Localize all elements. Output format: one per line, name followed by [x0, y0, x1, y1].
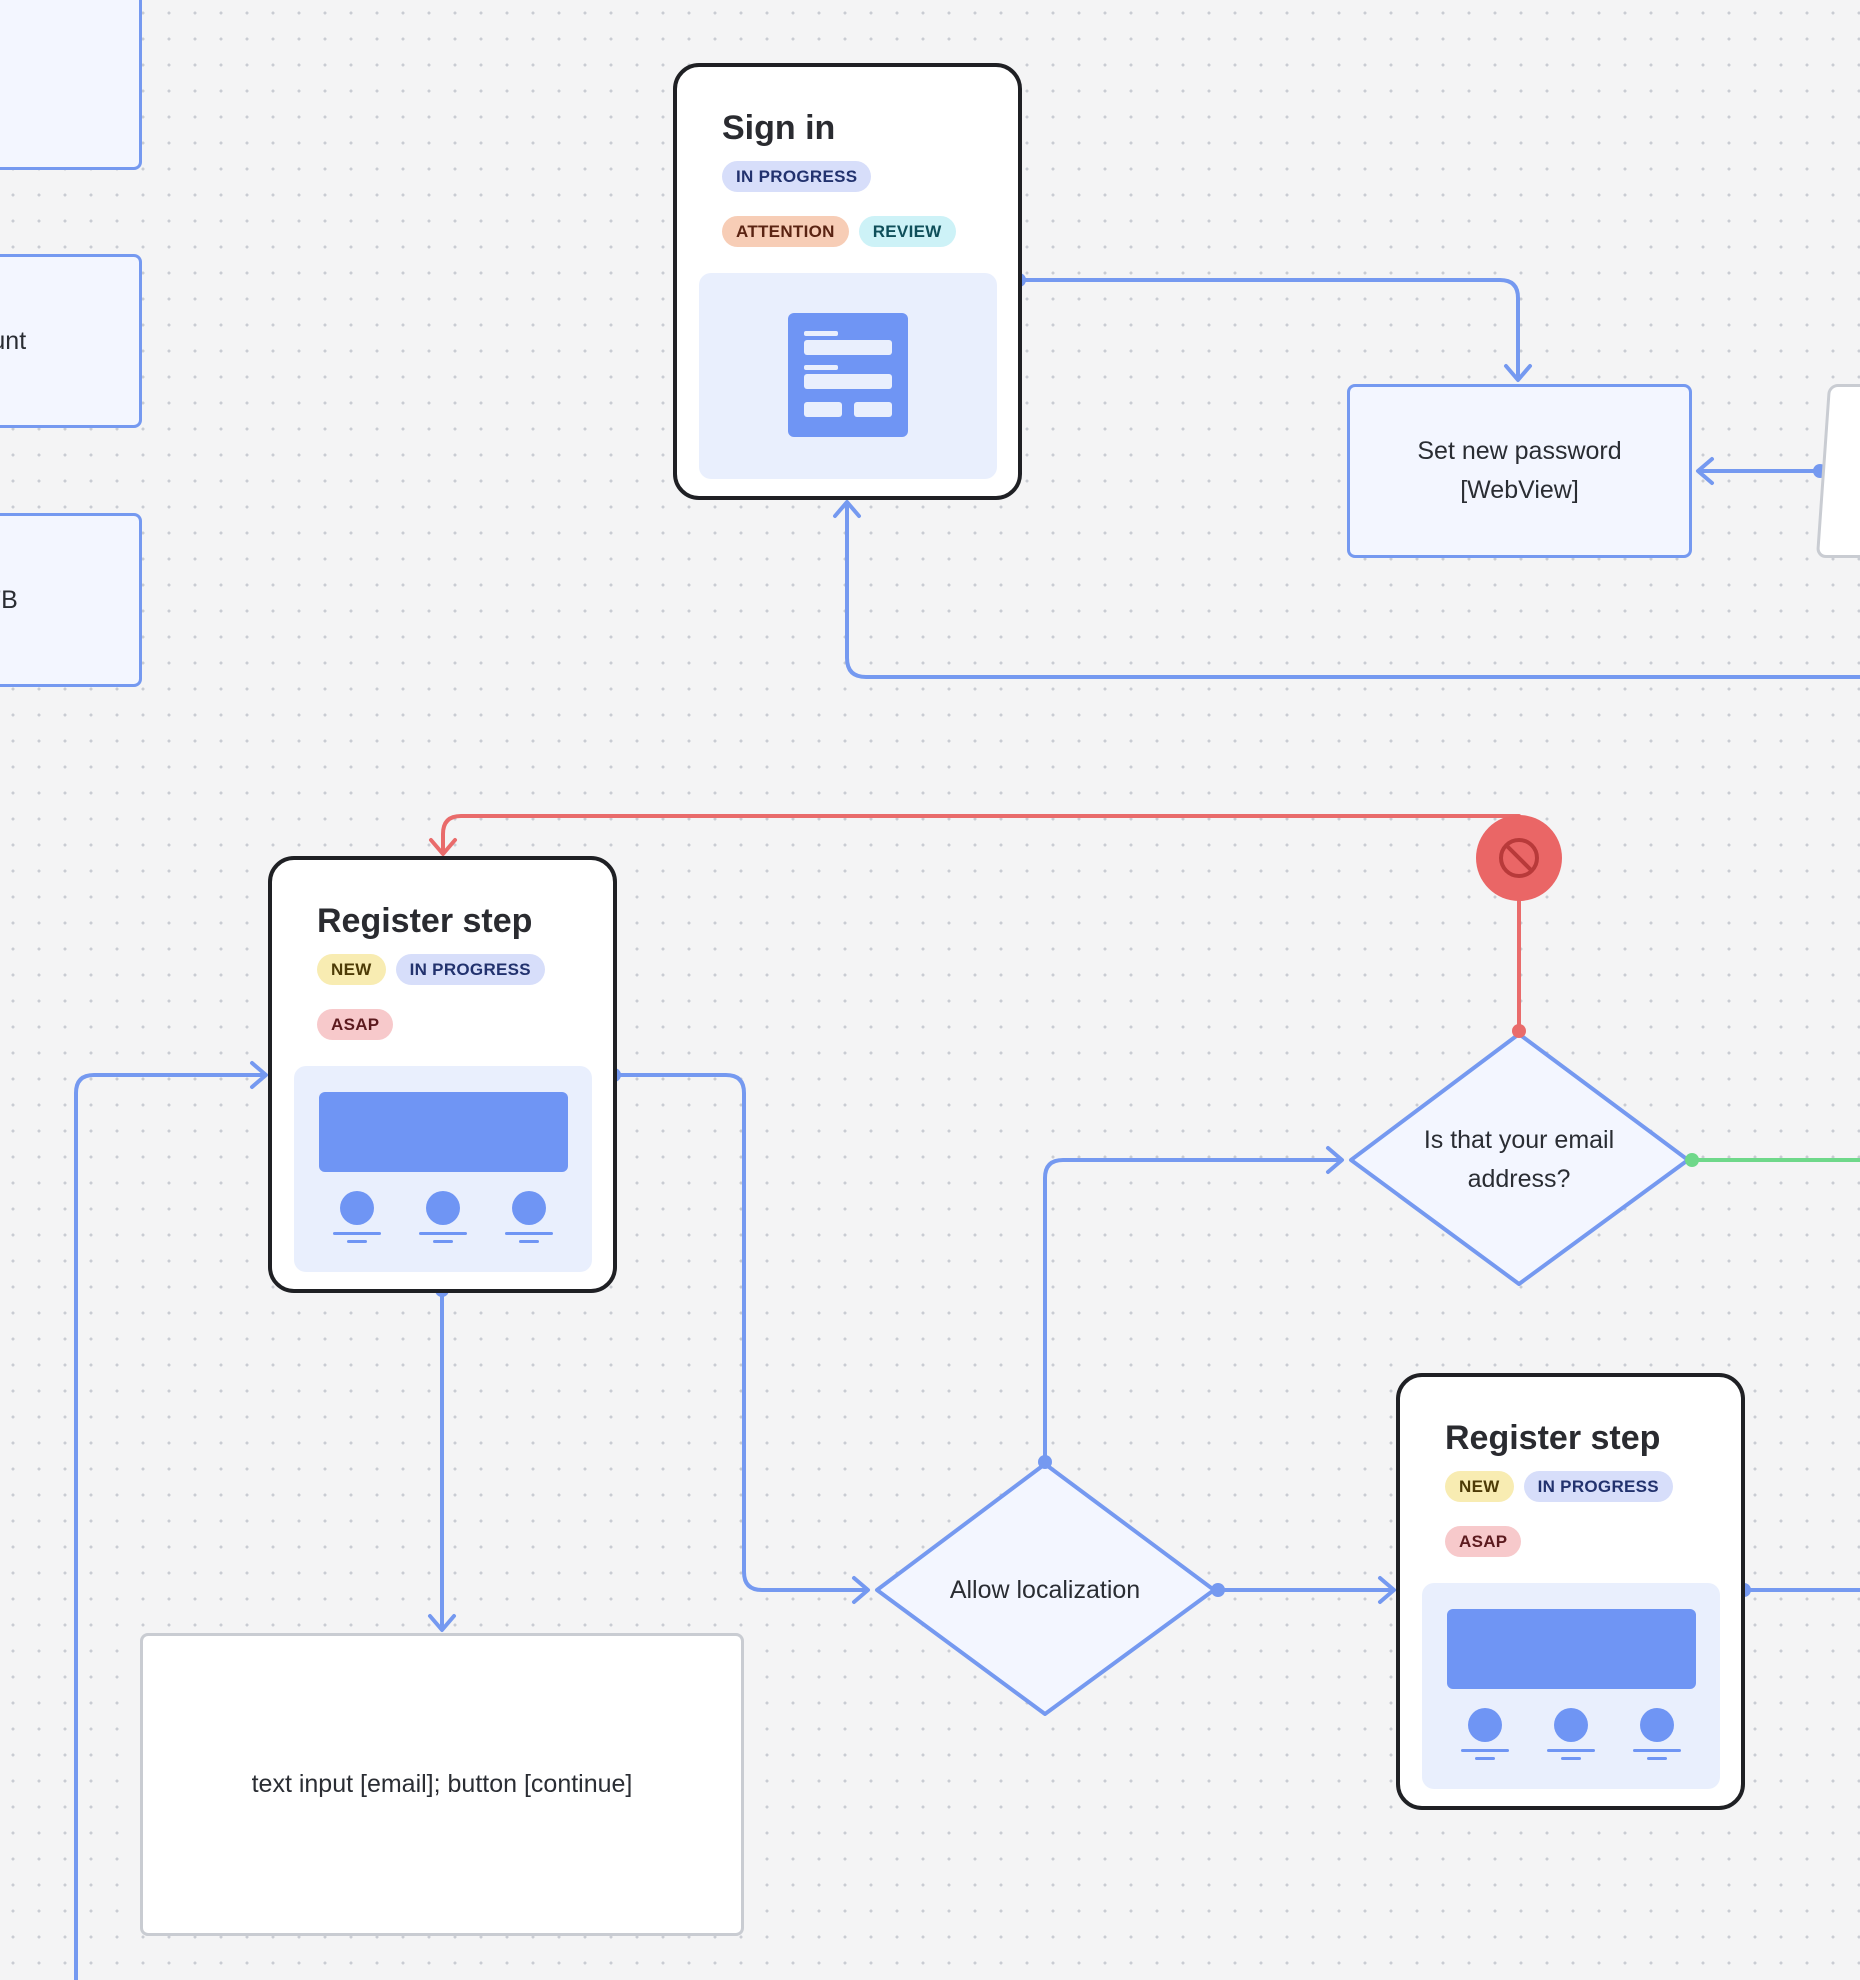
note-node[interactable]: text input [email]; button [continue]	[140, 1633, 744, 1936]
status-badge-in-progress: IN PROGRESS	[722, 161, 872, 192]
edge-reject-to-register	[441, 814, 1521, 1032]
flow-node-left-3[interactable]: h FB	[0, 513, 142, 687]
flow-node-left-1[interactable]: n	[0, 0, 142, 170]
status-tags: NEW IN PROGRESS ASAP	[317, 954, 587, 1040]
screen-preview	[1422, 1583, 1720, 1789]
no-entry-icon[interactable]	[1476, 815, 1562, 901]
screen-icon	[1447, 1609, 1696, 1760]
edge-signin-to-password	[1016, 278, 1520, 380]
card-title: Register step	[317, 902, 533, 940]
edge-localization-to-email	[1043, 1158, 1342, 1464]
decision-diamond-email	[1349, 1032, 1690, 1286]
screen-preview	[294, 1066, 592, 1272]
edge-loop-to-signin	[845, 502, 1860, 679]
status-badge-review: REVIEW	[858, 216, 956, 247]
status-tags: NEW IN PROGRESS ASAP	[1445, 1471, 1715, 1557]
flow-node-left-2[interactable]: count	[0, 254, 142, 428]
register-step-card[interactable]: Register step NEW IN PROGRESS ASAP	[268, 856, 617, 1293]
screen-icon	[319, 1092, 568, 1243]
status-badge-in-progress: IN PROGRESS	[1523, 1471, 1673, 1502]
status-badge-new: NEW	[1445, 1471, 1514, 1502]
register-step-card-2[interactable]: Register step NEW IN PROGRESS ASAP	[1396, 1373, 1745, 1810]
form-icon	[788, 313, 908, 437]
status-badge-asap: ASAP	[317, 1009, 394, 1040]
port-dot-accept	[1685, 1153, 1699, 1167]
port-dot	[1038, 1455, 1052, 1469]
note-text: text input [email]; button [continue]	[251, 1770, 633, 1798]
sign-in-card[interactable]: Sign in IN PROGRESS ATTENTION REVIEW	[673, 63, 1022, 500]
card-title: Sign in	[722, 109, 836, 147]
set-new-password-node[interactable]: Set new password [WebView]	[1347, 384, 1692, 558]
decision-text: Allow localization	[949, 1575, 1141, 1604]
screen-preview	[699, 273, 997, 479]
status-badge-asap: ASAP	[1445, 1526, 1522, 1557]
status-badge-new: NEW	[317, 954, 386, 985]
decision-email-label[interactable]: Is that your email address?	[1380, 1110, 1658, 1210]
edge-register-to-localization	[612, 1073, 868, 1592]
status-tags: IN PROGRESS ATTENTION REVIEW	[722, 161, 992, 247]
node-label: Set new password [WebView]	[1417, 437, 1622, 504]
port-dot-reject	[1512, 1024, 1526, 1038]
status-badge-in-progress: IN PROGRESS	[395, 954, 545, 985]
port-dot	[1211, 1583, 1225, 1597]
node-label: count	[0, 326, 27, 355]
decision-diamond-localization	[875, 1462, 1216, 1716]
edge-left-to-register	[74, 1073, 266, 1980]
node-label: h FB	[0, 585, 18, 614]
decision-text: Is that your email address?	[1423, 1126, 1615, 1193]
status-badge-attention: ATTENTION	[722, 216, 849, 247]
no-entry-glyph	[1499, 838, 1539, 878]
decision-localization-label[interactable]: Allow localization	[905, 1560, 1185, 1620]
card-title: Register step	[1445, 1419, 1661, 1457]
